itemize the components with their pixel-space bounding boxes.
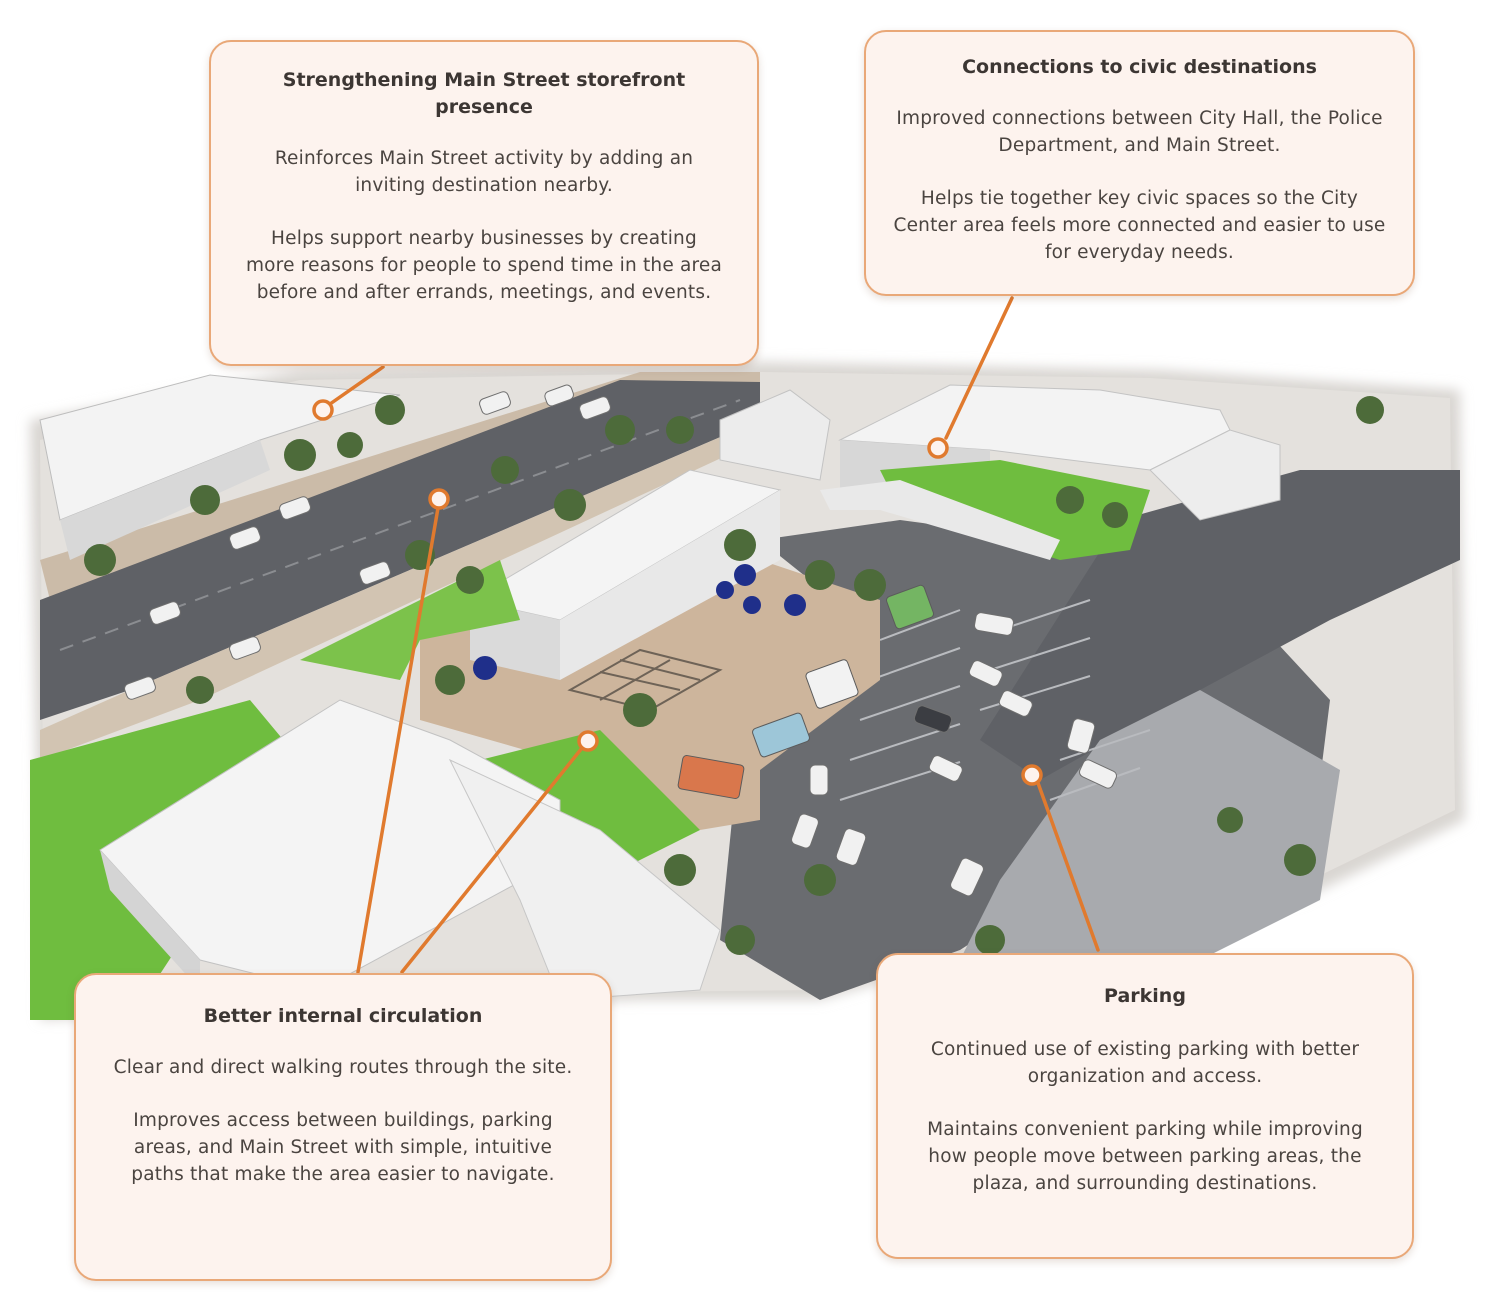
civic-walkway (820, 480, 1060, 560)
callout-title: Parking (1104, 985, 1186, 1007)
callout-main-street-storefront: Strengthening Main Street storefront pre… (209, 40, 759, 366)
civic-lawn (880, 460, 1150, 560)
building-lower-left-face (100, 850, 200, 990)
anchor-markers (312, 399, 1043, 786)
lower-middle-lawn (480, 730, 700, 880)
anchor-civic (927, 437, 949, 459)
anchor-parking (1021, 764, 1043, 786)
trees (84, 395, 1384, 955)
leader-lines (328, 296, 1100, 974)
callout-internal-circulation: Better internal circulation Clear and di… (74, 973, 612, 1281)
callout-civic-connections: Connections to civic destinations Improv… (864, 30, 1415, 296)
callout-body: Helps support nearby businesses by creat… (245, 228, 723, 303)
plaza-pergola (567, 648, 723, 712)
callout-body: Maintains convenient parking while impro… (927, 1119, 1363, 1194)
plaza-umbrellas (473, 564, 806, 680)
building-top-left-face (60, 440, 270, 560)
parking-structure-roof (960, 690, 1340, 960)
vehicles (124, 384, 1117, 897)
callout-body: Clear and direct walking routes through … (113, 1057, 573, 1078)
callout-body: Reinforces Main Street activity by addin… (274, 148, 694, 196)
callout-body: Continued use of existing parking with b… (930, 1039, 1360, 1087)
leader-civic (944, 296, 1014, 440)
callout-title: Connections to civic destinations (962, 56, 1317, 78)
building-lower-mid-roof (448, 758, 721, 1001)
leader-main-street (328, 365, 385, 406)
trucks (677, 584, 934, 799)
anchor-circulation-a (428, 488, 450, 510)
leader-parking (1036, 781, 1100, 952)
east-shed-roof (719, 389, 831, 481)
leader-circulation-b (400, 746, 584, 974)
callout-parking: Parking Continued use of existing parkin… (876, 953, 1414, 1259)
callout-title: Better internal circulation (203, 1005, 483, 1027)
callout-title: Strengthening Main Street storefront pre… (282, 69, 686, 118)
callout-body: Improved connections between City Hall, … (896, 108, 1383, 156)
police-dept-roof (1149, 429, 1281, 521)
anchor-main-street (312, 399, 334, 421)
callout-body: Improves access between buildings, parki… (131, 1110, 555, 1185)
main-street-road (40, 380, 760, 720)
central-building-side (560, 490, 780, 680)
anchor-circulation-b (577, 730, 599, 752)
callout-body: Helps tie together key civic spaces so t… (893, 188, 1386, 263)
leader-circulation-a (356, 506, 440, 974)
city-hall-roof (838, 384, 1231, 471)
east-road (980, 470, 1460, 780)
